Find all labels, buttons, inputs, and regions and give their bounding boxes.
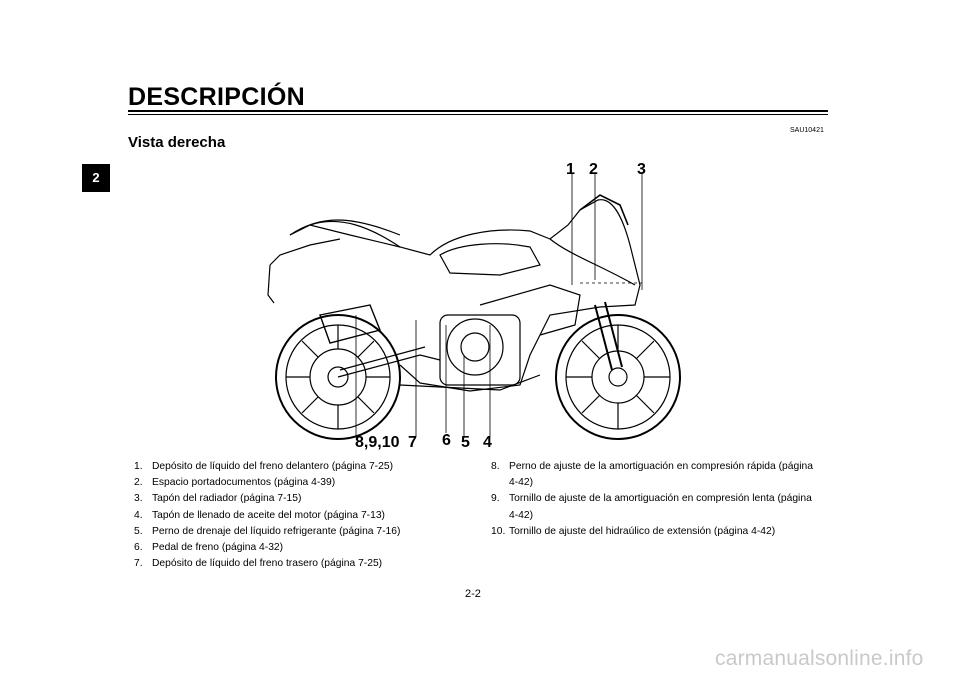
legend-item: 9.Tornillo de ajuste de la amortiguación… <box>491 493 812 521</box>
callout-5: 5 <box>461 434 470 451</box>
legend-item: 8.Perno de ajuste de la amortiguación en… <box>491 461 813 489</box>
legend-item: 4.Tapón de llenado de aceite del motor (… <box>134 509 385 521</box>
chapter-tab[interactable]: 2 <box>82 164 110 192</box>
callout-8-9-10: 8,9,10 <box>355 434 400 451</box>
watermark[interactable]: carmanualsonline.info <box>715 647 924 670</box>
callout-3: 3 <box>637 161 646 178</box>
legend-item: 5.Perno de drenaje del líquido refrigera… <box>134 525 401 537</box>
title-rule-thin <box>128 114 828 115</box>
legend-item: 7.Depósito de líquido del freno trasero … <box>134 558 383 570</box>
legend-right: 8.Perno de ajuste de la amortiguación en… <box>491 459 836 540</box>
legend-item: 3.Tapón del radiador (página 7-15) <box>134 493 302 505</box>
motorcycle-illustration <box>267 173 681 440</box>
legend-item: 2.Espacio portadocumentos (página 4-39) <box>134 477 336 489</box>
callout-6: 6 <box>442 432 451 449</box>
callout-2: 2 <box>589 161 598 178</box>
legend-item: 1.Depósito de líquido del freno delanter… <box>134 461 393 472</box>
front-wheel <box>555 314 681 440</box>
page-number: 2-2 <box>465 588 481 600</box>
title-rule <box>128 110 828 112</box>
legend-item: 10.Tornillo de ajuste del hidraúlico de … <box>491 525 776 537</box>
page-title: DESCRIPCIÓN <box>128 83 305 111</box>
legend-item: 6.Pedal de freno (página 4-32) <box>134 542 284 554</box>
legend-left: 1.Depósito de líquido del freno delanter… <box>134 459 464 572</box>
section-subtitle: Vista derecha <box>128 134 226 151</box>
callout-7: 7 <box>408 434 417 451</box>
callout-1: 1 <box>566 161 575 178</box>
section-code: SAU10421 <box>790 127 824 134</box>
rear-wheel <box>275 314 401 440</box>
callout-4: 4 <box>483 434 492 451</box>
